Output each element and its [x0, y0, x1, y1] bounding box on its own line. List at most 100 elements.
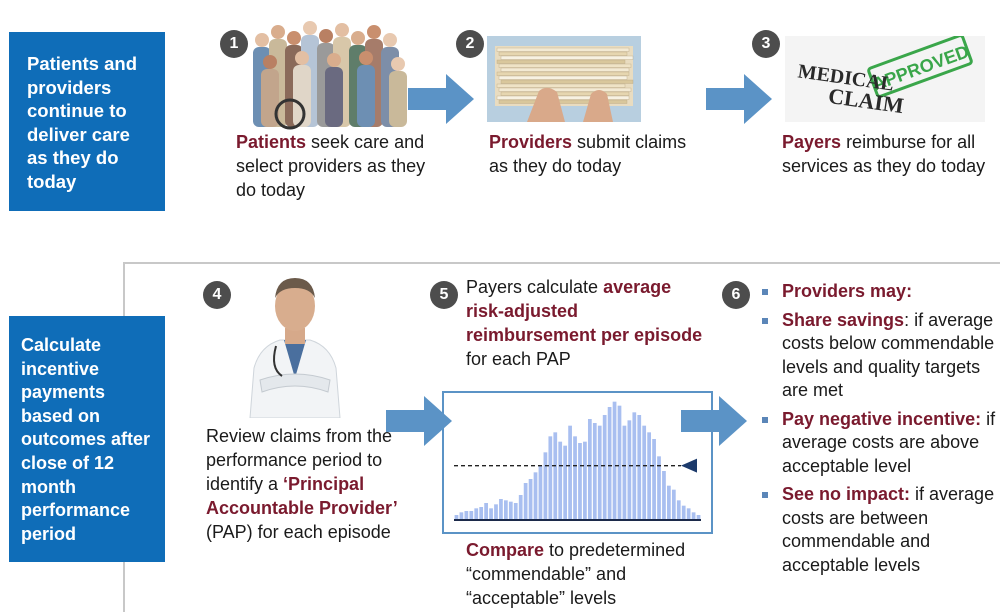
histogram-bar — [681, 505, 686, 519]
step-5-rest: for each PAP — [466, 349, 571, 369]
histogram-bar — [573, 436, 577, 519]
histogram-bar — [528, 479, 533, 519]
outcome-item-no-impact: See no impact: if average costs are betw… — [760, 483, 1000, 577]
step-2-text: Providers submit claims as they do today — [489, 130, 709, 178]
step-4-pre: Review claims from the performance perio… — [206, 426, 393, 494]
histogram-bar — [622, 425, 627, 519]
histogram-bar — [513, 503, 518, 519]
histogram-bar — [464, 511, 469, 519]
histogram-bar — [553, 432, 558, 519]
histogram-bar — [627, 420, 632, 519]
histogram-bar — [504, 500, 508, 519]
histogram-bar — [538, 465, 543, 519]
histogram-bar — [499, 499, 503, 519]
step-5-pre: Payers calculate — [466, 277, 604, 297]
outcome-3-rest: if average costs are between commendable… — [782, 484, 995, 575]
histogram-bar — [469, 511, 474, 519]
step-2-badge: 2 — [456, 30, 484, 58]
histogram-bar — [597, 425, 602, 519]
histogram-bar — [647, 432, 651, 519]
histogram-bar — [459, 512, 464, 519]
histogram-bar — [523, 483, 528, 519]
outcome-3-bold: See no impact: — [782, 484, 911, 504]
step-3-bold: Payers — [782, 132, 842, 152]
histogram-bar — [686, 508, 691, 519]
threshold-marker-icon — [681, 458, 697, 473]
histogram-bar — [652, 439, 656, 519]
histogram-bar — [592, 423, 597, 519]
histogram-bar — [543, 452, 548, 519]
arrow-2-to-3 — [706, 74, 772, 129]
histogram-bar — [617, 405, 622, 519]
histogram-bar — [568, 425, 572, 519]
histogram-bar — [637, 415, 642, 519]
histogram-bar — [691, 512, 696, 519]
bottom-summary-text: Calculate incentive payments based on ou… — [21, 335, 151, 544]
top-summary-text: Patients and providers continue to deliv… — [27, 53, 137, 192]
outcome-2-bold: Pay negative incentive: — [782, 408, 982, 429]
arrow-5-to-6 — [681, 396, 747, 451]
histogram-bar — [578, 443, 582, 519]
stack-of-claim-files-image — [487, 36, 641, 122]
outcome-list: Providers may: Share savings: if average… — [760, 280, 1000, 577]
histogram-bar — [454, 515, 459, 519]
histogram-bar — [667, 485, 671, 519]
step-5-badge: 5 — [430, 281, 458, 309]
histogram-bar — [484, 503, 488, 519]
outcome-0-bold: Providers may: — [782, 281, 913, 301]
histogram-bar — [607, 407, 612, 519]
step-4-rest: (PAP) for each episode — [206, 522, 391, 542]
step-4-badge: 4 — [203, 281, 231, 309]
histogram-bar — [533, 472, 538, 519]
histogram-bar — [632, 412, 637, 519]
step-6-badge: 6 — [722, 281, 750, 309]
histogram-bar — [662, 471, 666, 519]
compare-text: Compare to predetermined “commendable” a… — [466, 538, 716, 610]
histogram-bar — [474, 508, 479, 519]
histogram-bar — [583, 441, 587, 519]
doctor-image — [240, 268, 350, 419]
reimbursement-distribution-chart — [442, 391, 713, 534]
step-3-text: Payers reimburse for all services as the… — [782, 130, 998, 178]
compare-bold: Compare — [466, 540, 545, 560]
histogram-bar — [508, 501, 513, 519]
outcome-item-negative-incentive: Pay negative incentive: if average costs… — [760, 408, 1000, 479]
histogram-bar — [671, 489, 676, 519]
histogram-bar — [612, 401, 617, 519]
histogram-bar — [657, 456, 661, 519]
histogram-bar — [558, 441, 563, 519]
histogram-bar — [518, 495, 523, 519]
outcome-item-providers-may: Providers may: — [760, 280, 1000, 304]
step-3-badge: 3 — [752, 30, 780, 58]
histogram-bar — [479, 507, 484, 519]
outcome-2-rest: if average costs are above acceptable le… — [782, 408, 996, 476]
step-1-rest: seek care and select providers as they d… — [236, 132, 426, 200]
histogram-bar — [548, 436, 553, 519]
histogram-bar — [676, 500, 681, 519]
step-1-bold: Patients — [236, 132, 307, 152]
histogram-bar — [696, 515, 701, 519]
arrow-4-to-5 — [386, 396, 452, 451]
step-4-text: Review claims from the performance perio… — [206, 424, 418, 544]
outcome-1-bold: Share savings — [782, 309, 905, 330]
step-1-text: Patients seek care and select providers … — [236, 130, 436, 202]
bottom-summary-box: Calculate incentive payments based on ou… — [9, 316, 165, 562]
step-5-bold: average risk-adjusted reimbursement per … — [466, 277, 703, 345]
histogram-bar — [642, 425, 647, 519]
histogram-bar — [489, 508, 493, 519]
outcome-item-share-savings: Share savings: if average costs below co… — [760, 309, 1000, 403]
outcome-1-rest: : if average costs below commendable lev… — [782, 309, 995, 401]
approved-medical-claim-image: APPROVED MEDICAL CLAIM — [785, 34, 985, 122]
step-5-text: Payers calculate average risk-adjusted r… — [466, 275, 706, 371]
crowd-of-patients-image — [250, 10, 410, 130]
histogram-bar — [563, 445, 568, 519]
histogram-bar — [587, 419, 592, 519]
histogram-bar — [602, 415, 607, 519]
top-summary-box: Patients and providers continue to deliv… — [9, 32, 165, 211]
compare-rest: to predetermined “commendable” and “acce… — [466, 540, 686, 608]
arrow-1-to-2 — [408, 74, 474, 129]
step-3-rest: reimburse for all services as they do to… — [782, 132, 986, 176]
histogram-bar — [494, 504, 498, 519]
step-2-bold: Providers — [489, 132, 573, 152]
step-1-badge: 1 — [220, 30, 248, 58]
